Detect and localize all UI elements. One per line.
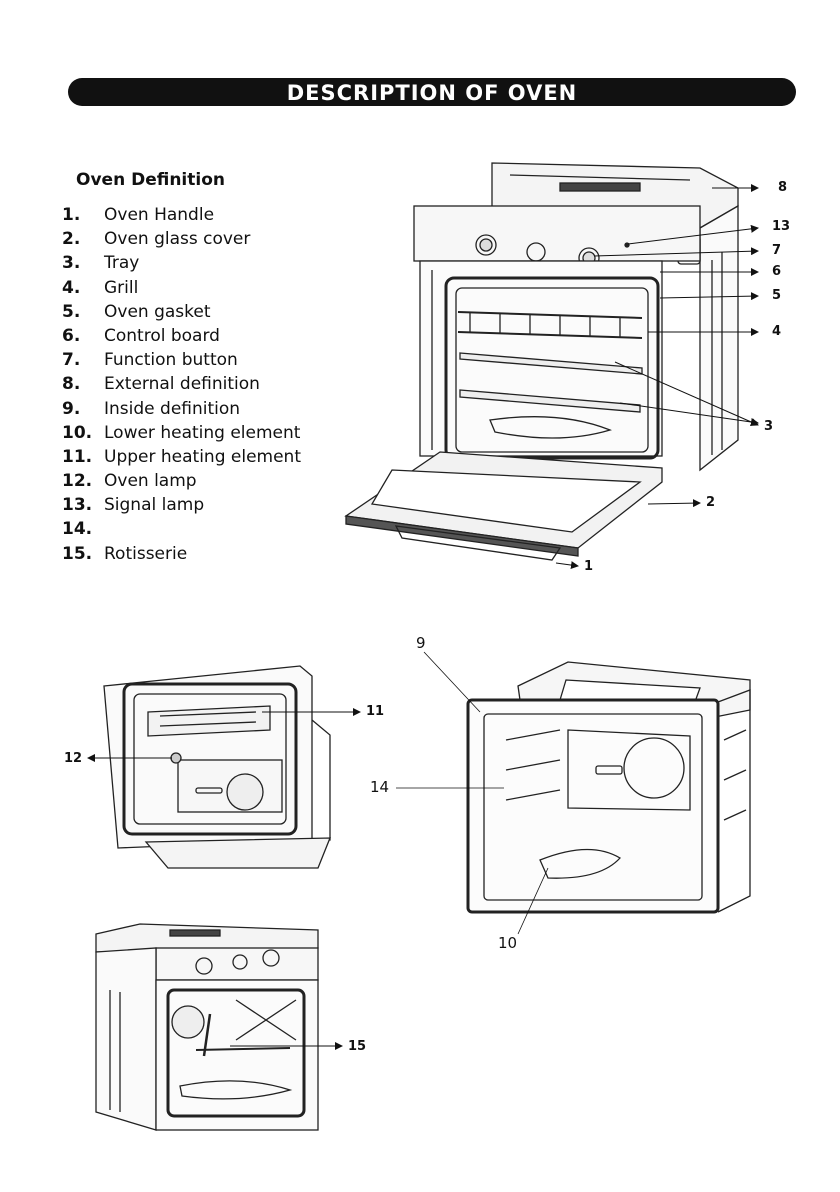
list-item: 12.Oven lamp bbox=[62, 471, 197, 492]
oven-cavity-illustration bbox=[466, 661, 751, 914]
list-item: 7.Function button bbox=[62, 350, 238, 371]
callout-1: 1 bbox=[584, 559, 594, 574]
callout-15: 15 bbox=[348, 1039, 367, 1054]
list-item: 10.Lower heating element bbox=[62, 422, 301, 443]
list-item: 8.External definition bbox=[62, 374, 260, 395]
callout-6: 6 bbox=[772, 264, 782, 279]
list-item: 14. bbox=[62, 519, 93, 540]
list-item: 5.Oven gasket bbox=[62, 301, 211, 322]
list-item: 13.Signal lamp bbox=[62, 495, 205, 516]
callout-3: 3 bbox=[764, 419, 774, 434]
callout-12: 12 bbox=[64, 751, 83, 766]
oven-front-illustration bbox=[344, 162, 739, 561]
callout-5: 5 bbox=[772, 288, 782, 303]
callout-13: 13 bbox=[772, 219, 791, 234]
section-title: DESCRIPTION OF OVEN bbox=[286, 81, 578, 105]
oven-interior-callouts bbox=[87, 708, 361, 762]
list-item: 2.Oven glass cover bbox=[62, 229, 251, 250]
callout-4: 4 bbox=[772, 324, 782, 339]
callout-7: 7 bbox=[772, 243, 782, 258]
callout-9: 9 bbox=[416, 634, 426, 652]
list-item: 11.Upper heating element bbox=[62, 446, 301, 467]
callout-8: 8 bbox=[778, 180, 788, 195]
list-item: 4.Grill bbox=[62, 277, 139, 298]
list-item: 9.Inside definition bbox=[62, 398, 241, 419]
list-item: 3.Tray bbox=[62, 253, 140, 274]
list-item: 6.Control board bbox=[62, 325, 220, 346]
oven-interior-element-illustration bbox=[103, 665, 331, 869]
list-item: 1.Oven Handle bbox=[62, 205, 215, 225]
callout-10: 10 bbox=[498, 934, 518, 952]
definition-heading: Oven Definition bbox=[76, 170, 225, 190]
list-item: 15.Rotisserie bbox=[62, 543, 188, 564]
oven-rotisserie-illustration bbox=[95, 923, 319, 1131]
definition-list: 1.Oven Handle 2.Oven glass cover 3.Tray … bbox=[62, 203, 301, 566]
callout-14: 14 bbox=[370, 778, 390, 796]
callout-11: 11 bbox=[366, 704, 385, 719]
oven-cavity-callouts bbox=[396, 651, 549, 935]
callout-2: 2 bbox=[706, 495, 716, 510]
oven-front-callouts bbox=[555, 184, 759, 570]
section-title-banner: DESCRIPTION OF OVEN bbox=[68, 78, 796, 106]
